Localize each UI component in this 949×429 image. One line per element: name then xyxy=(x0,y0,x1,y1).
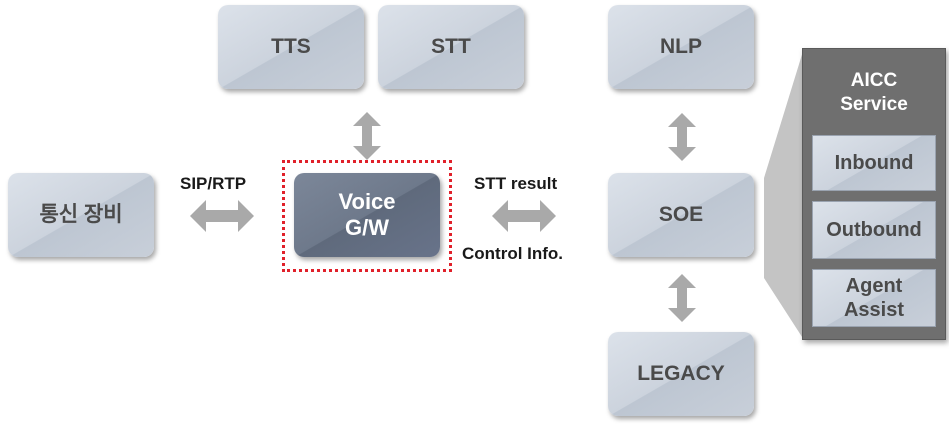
comm-equipment-label: 통신 장비 xyxy=(39,203,123,227)
soe-label: SOE xyxy=(658,203,704,227)
stt-box: STT xyxy=(378,5,524,89)
voice-gw-label-line1: Voice xyxy=(338,188,396,214)
aicc-service-panel: AICC Service Inbound Outbound Agent Assi… xyxy=(802,48,946,340)
nlp-label: NLP xyxy=(660,35,702,59)
aicc-item-outbound-label: Outbound xyxy=(826,219,922,241)
control-info-label: Control Info. xyxy=(462,244,564,263)
legacy-label: LEGACY xyxy=(637,362,725,386)
voice-gw-highlight xyxy=(282,160,452,272)
aicc-item-outbound: Outbound xyxy=(812,201,936,259)
soe-box: SOE xyxy=(608,173,754,257)
aicc-title-line1: AICC xyxy=(850,70,898,91)
nlp-soe-arrow xyxy=(668,113,696,161)
voice-gw-box: Voice G/W xyxy=(294,173,440,257)
aicc-item-inbound: Inbound xyxy=(812,135,936,191)
legacy-box: LEGACY xyxy=(608,332,754,416)
soe-legacy-arrow xyxy=(668,274,696,322)
stt-label: STT xyxy=(431,35,471,59)
nlp-box: NLP xyxy=(608,5,754,89)
aicc-item-inbound-label: Inbound xyxy=(834,152,914,174)
tts-stt-voice-arrow xyxy=(353,112,381,160)
tts-box: TTS xyxy=(218,5,364,89)
sip-rtp-label: SIP/RTP xyxy=(180,174,247,193)
aicc-title-line2: Service xyxy=(840,93,908,115)
stt-result-label: STT result xyxy=(474,174,558,193)
aicc-item-agent-assist: Agent Assist xyxy=(812,269,936,327)
tts-label: TTS xyxy=(271,35,311,59)
aicc-item-agent-assist-line1: Agent xyxy=(845,275,903,297)
aicc-title: AICC Service xyxy=(803,69,945,117)
voice-gw-label-line2: G/W xyxy=(345,215,389,240)
sip-rtp-arrow xyxy=(190,200,254,232)
comm-equipment-box: 통신 장비 xyxy=(8,173,154,257)
soe-aicc-wedge xyxy=(764,48,804,340)
voice-soe-arrow xyxy=(492,200,556,232)
aicc-item-agent-assist-line2: Assist xyxy=(843,299,905,321)
